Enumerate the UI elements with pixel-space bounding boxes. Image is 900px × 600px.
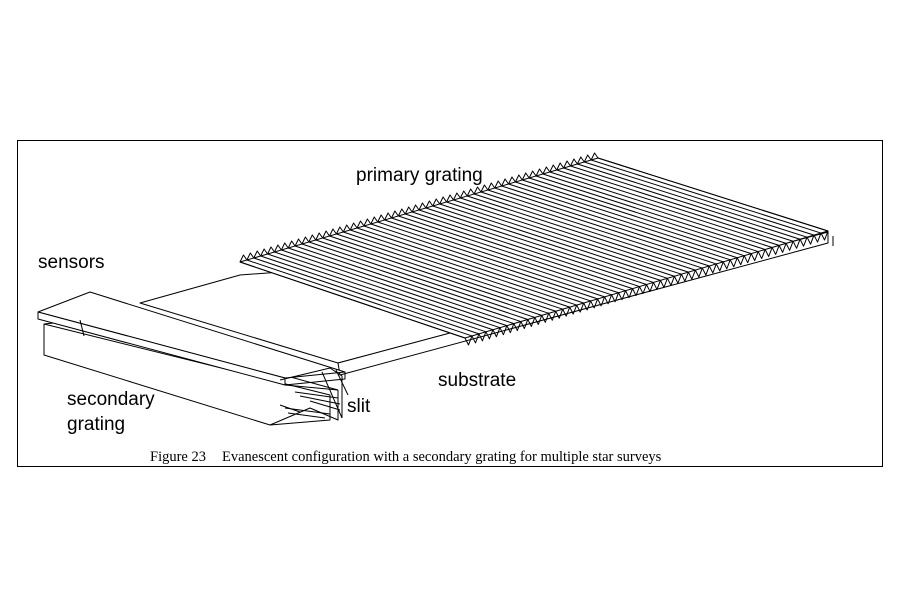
grating-ridge [556, 169, 787, 244]
grating-ridge [590, 159, 822, 234]
grating-ridge [301, 243, 528, 320]
grating-ridge [260, 255, 487, 333]
grating-ridge [281, 249, 508, 327]
grating-ridge [391, 217, 619, 294]
grating-ridge [453, 199, 682, 275]
label-secondary-grating-line1: secondary [67, 389, 155, 410]
grating-ridge [515, 181, 745, 257]
grating-ridge [336, 233, 563, 310]
grating-ridge [308, 241, 535, 318]
grating-ridge [411, 211, 640, 288]
grating-ridge [322, 237, 549, 314]
grating-back-edge [239, 152, 599, 263]
figure-frame [17, 140, 883, 467]
grating-ridge [274, 251, 501, 329]
grating-ridge [384, 219, 612, 296]
grating-ridge [467, 195, 696, 271]
grating-ridges [239, 152, 829, 339]
grating-ridge [508, 183, 738, 259]
grating-ridge [577, 163, 808, 238]
grating-ridge [584, 161, 815, 236]
grating-ridge [363, 225, 591, 302]
primary-grating [239, 152, 829, 346]
grating-ridge [377, 221, 605, 298]
grating-front-edge [464, 230, 829, 346]
grating-ridge [473, 193, 703, 269]
grating-ridge [246, 259, 473, 337]
grating-ridge [597, 157, 829, 232]
grating-ridge [405, 213, 633, 290]
label-primary-grating: primary grating [356, 165, 483, 186]
grating-ridge [439, 203, 668, 279]
grating-ridge [570, 165, 801, 240]
label-slit: slit [347, 396, 371, 417]
grating-ridge [349, 229, 577, 306]
grating-ridge [529, 177, 759, 253]
grating-ridge [239, 261, 466, 339]
grating-ridge [522, 179, 752, 255]
label-sensors: sensors [38, 252, 105, 273]
grating-ridge [535, 175, 766, 250]
label-substrate: substrate [438, 370, 517, 391]
grating-ridge [288, 247, 515, 325]
grating-ridge [343, 231, 570, 308]
caption-text: Evanescent configuration with a secondar… [221, 449, 662, 465]
grating-ridge [356, 227, 584, 304]
grating-ridge [563, 167, 794, 242]
grating-ridge [267, 253, 494, 331]
grating-ridge [542, 173, 773, 248]
grating-ridge [432, 205, 661, 281]
grating-ridge [501, 185, 731, 261]
grating-ridge [460, 197, 689, 273]
grating-ridge [480, 191, 710, 267]
grating-ridge [315, 239, 542, 316]
label-secondary-grating-line2: grating [67, 414, 126, 435]
grating-ridge [294, 245, 522, 323]
grating-ridge [446, 201, 675, 277]
figure-caption: Figure 23 Evanescent configuration with a… [150, 449, 661, 466]
caption-number: Figure 23 [150, 449, 206, 465]
grating-ridge [494, 187, 724, 263]
grating-ridge [487, 189, 717, 265]
grating-ridge [418, 209, 647, 285]
grating-ridge [425, 207, 654, 283]
grating-ridge [253, 257, 480, 335]
slit [279, 367, 349, 419]
grating-ridge [329, 235, 556, 312]
grating-ridge [398, 215, 626, 292]
grating-ridge [549, 171, 780, 246]
grating-ridge [370, 223, 598, 300]
